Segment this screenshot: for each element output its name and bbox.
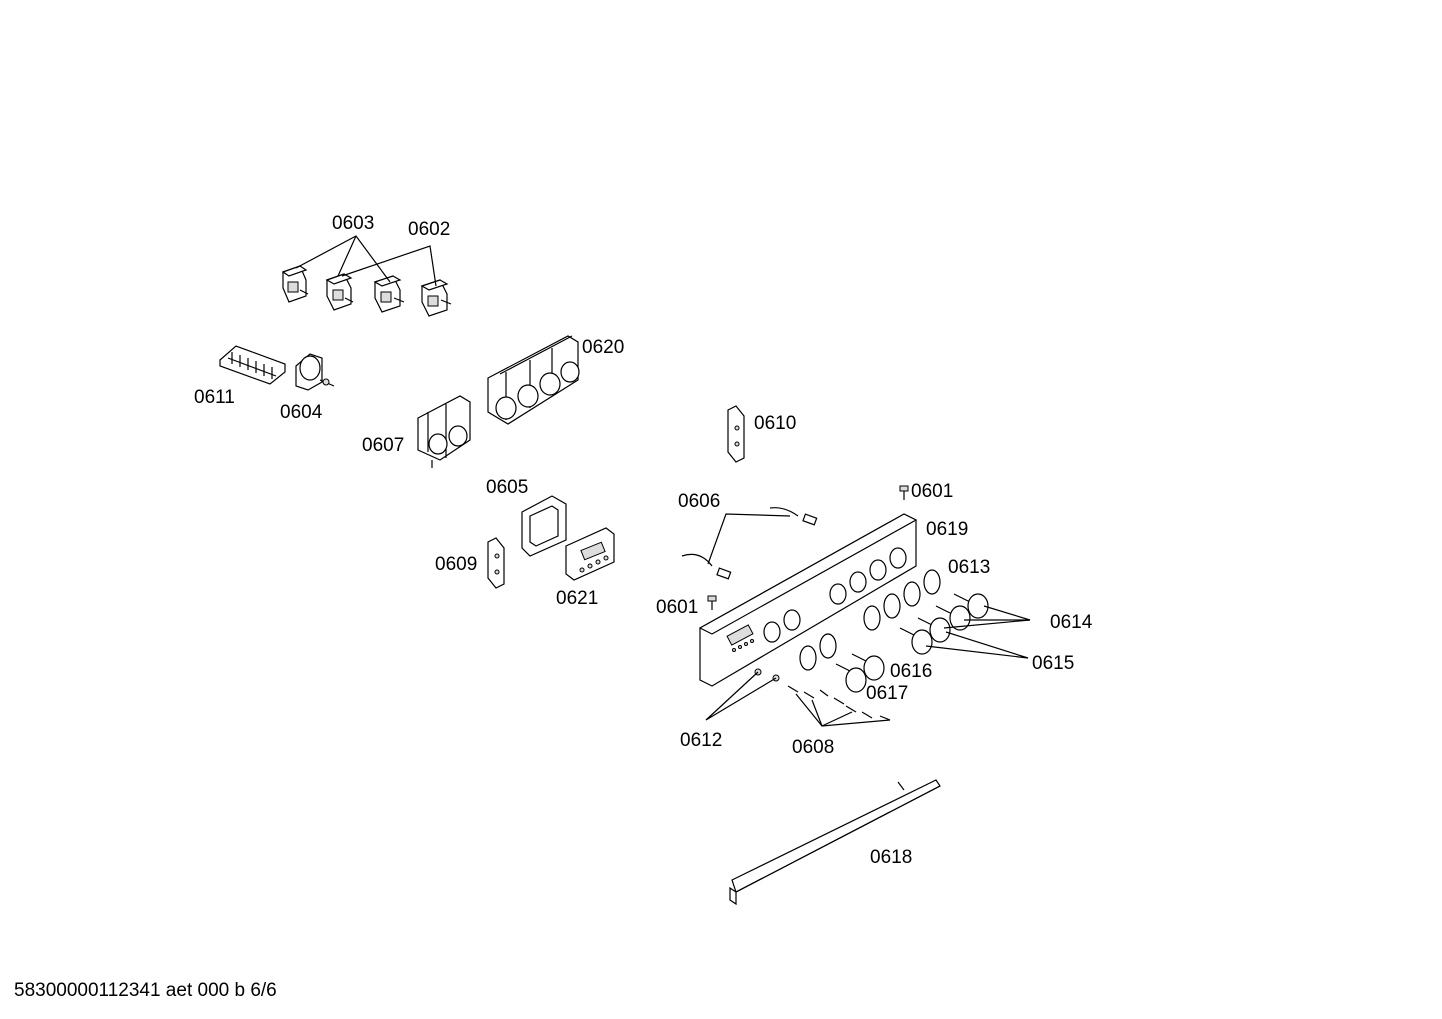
knob-rings-0613[interactable] [799, 569, 941, 671]
switch-housing-0620[interactable] [487, 335, 580, 425]
label-0601-left: 0601 [656, 597, 698, 618]
label-0605: 0605 [486, 477, 528, 498]
knob-3 [899, 627, 933, 655]
screw-0601-left[interactable] [707, 595, 717, 610]
label-0609: 0609 [435, 554, 477, 575]
label-0612: 0612 [680, 730, 722, 751]
label-0613: 0613 [948, 557, 990, 578]
knob-4 [917, 617, 951, 643]
rotary-switch-2[interactable] [325, 273, 354, 311]
label-0607: 0607 [362, 435, 404, 456]
screw-0601-top[interactable] [899, 485, 909, 500]
rotary-switch-group [281, 235, 452, 317]
leader-line-0603b [337, 235, 357, 277]
leader-line-0602 [341, 245, 437, 287]
display-frame-0605[interactable] [521, 495, 567, 557]
control-knobs[interactable] [835, 593, 989, 693]
rotary-switch-3[interactable] [373, 275, 405, 313]
drawing-reference-number: 58300000112341 aet 000 b 6/6 [14, 980, 277, 1001]
label-0602: 0602 [408, 219, 450, 240]
screws-0608[interactable] [787, 685, 891, 727]
label-0621: 0621 [556, 588, 598, 609]
label-0615: 0615 [1032, 653, 1074, 674]
label-0601-top: 0601 [911, 481, 953, 502]
screws-0612[interactable] [705, 668, 780, 721]
label-0603: 0603 [332, 213, 374, 234]
knob-5 [935, 605, 971, 631]
knob-1 [835, 663, 867, 693]
bracket-0609[interactable] [487, 537, 505, 589]
trim-strip-0618[interactable] [729, 779, 941, 906]
label-0611: 0611 [194, 387, 235, 408]
display-module-0621[interactable] [565, 527, 615, 581]
label-0618: 0618 [870, 847, 912, 868]
knob-2 [851, 653, 885, 681]
label-0604: 0604 [280, 402, 323, 423]
terminal-block-0611[interactable] [219, 345, 286, 385]
label-0620: 0620 [582, 337, 624, 358]
rotary-switch-4[interactable] [420, 279, 452, 317]
label-0616: 0616 [890, 661, 932, 682]
knob-6 [953, 593, 989, 619]
switch-housing-0607[interactable] [417, 395, 471, 468]
bracket-0610[interactable] [727, 405, 745, 463]
control-panel-0619[interactable] [698, 513, 918, 687]
label-0619: 0619 [926, 519, 968, 540]
rotary-switch-1[interactable] [281, 265, 309, 303]
label-0610: 0610 [754, 413, 796, 434]
label-0606: 0606 [678, 491, 720, 512]
leader-line-0615 [925, 631, 1029, 659]
label-0608: 0608 [792, 737, 834, 758]
label-0614: 0614 [1050, 612, 1093, 633]
timer-motor-0604[interactable] [295, 353, 335, 391]
label-0617: 0617 [866, 683, 908, 704]
lamp-wires-0606[interactable] [681, 507, 818, 580]
